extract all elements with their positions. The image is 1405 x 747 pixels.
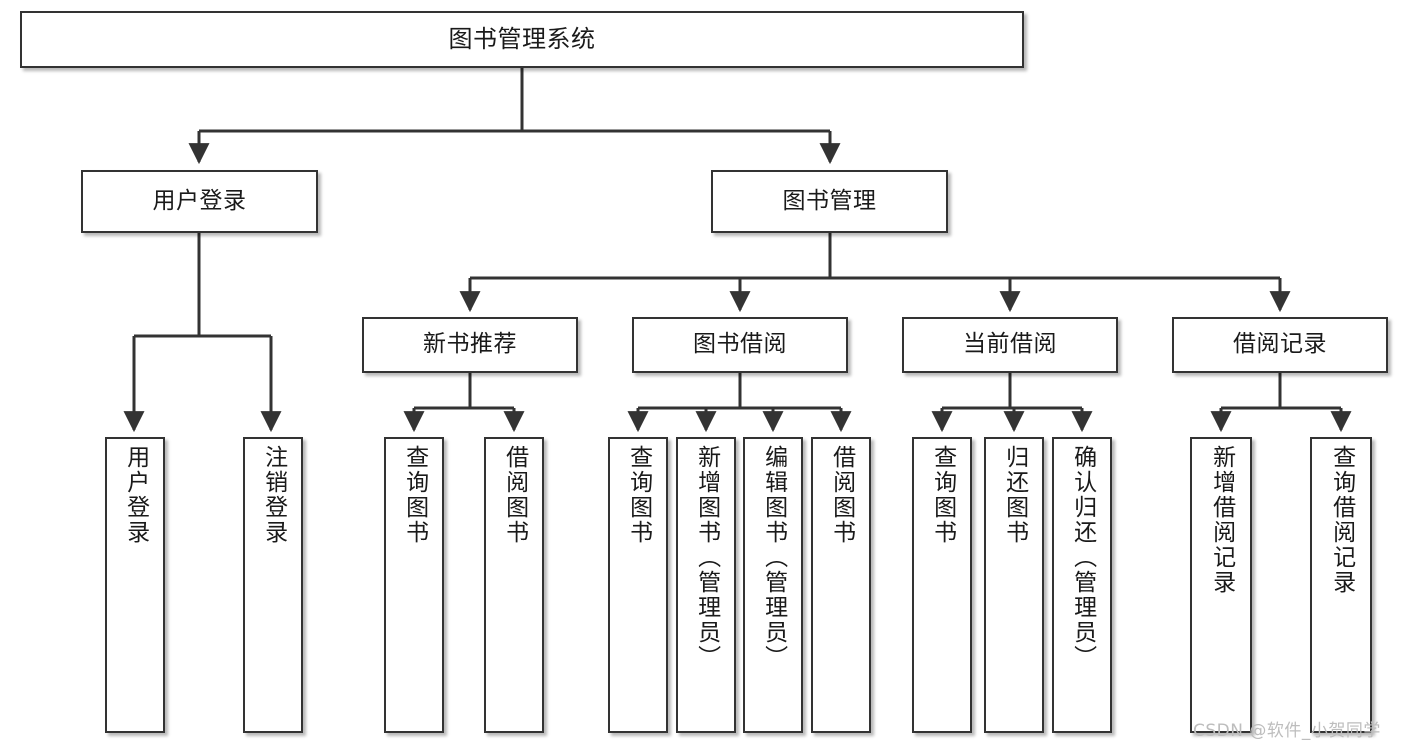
node-label: 新增借阅记录 bbox=[1208, 445, 1235, 595]
leaf-logout[interactable]: 注销登录 bbox=[243, 437, 303, 733]
leaf-query-borrow-record[interactable]: 查询借阅记录 bbox=[1310, 437, 1372, 733]
node-label: 图书借阅 bbox=[693, 331, 787, 358]
node-label: 借阅记录 bbox=[1233, 331, 1327, 358]
leaf-query-book-current[interactable]: 查询图书 bbox=[912, 437, 972, 733]
leaf-borrow-book[interactable]: 借阅图书 bbox=[811, 437, 871, 733]
leaf-return-book[interactable]: 归还图书 bbox=[984, 437, 1044, 733]
leaf-query-book-borrow[interactable]: 查询图书 bbox=[608, 437, 668, 733]
node-label: 当前借阅 bbox=[963, 331, 1057, 358]
leaf-user-login[interactable]: 用户登录 bbox=[105, 437, 165, 733]
node-label: 查询借阅记录 bbox=[1328, 445, 1355, 595]
node-root-system[interactable]: 图书管理系统 bbox=[20, 11, 1024, 68]
node-label: 查询图书 bbox=[929, 445, 956, 545]
leaf-confirm-return[interactable]: 确认归还（管理员） bbox=[1052, 437, 1112, 733]
node-label: 借阅图书 bbox=[828, 445, 855, 545]
node-book-borrow[interactable]: 图书借阅 bbox=[632, 317, 848, 373]
node-label: 借阅图书 bbox=[501, 445, 528, 545]
leaf-add-book[interactable]: 新增图书（管理员） bbox=[676, 437, 736, 733]
leaf-query-book-recommend[interactable]: 查询图书 bbox=[384, 437, 444, 733]
node-user-login[interactable]: 用户登录 bbox=[81, 170, 318, 233]
node-label: 确认归还（管理员） bbox=[1069, 445, 1096, 670]
node-label: 查询图书 bbox=[625, 445, 652, 545]
node-current-borrow[interactable]: 当前借阅 bbox=[902, 317, 1118, 373]
node-borrow-record[interactable]: 借阅记录 bbox=[1172, 317, 1388, 373]
node-label: 图书管理系统 bbox=[448, 25, 596, 54]
leaf-borrow-book-recommend[interactable]: 借阅图书 bbox=[484, 437, 544, 733]
node-label: 归还图书 bbox=[1001, 445, 1028, 545]
leaf-edit-book[interactable]: 编辑图书（管理员） bbox=[743, 437, 803, 733]
node-book-management[interactable]: 图书管理 bbox=[711, 170, 948, 233]
node-label: 新书推荐 bbox=[423, 331, 517, 358]
node-label: 新增图书（管理员） bbox=[693, 445, 720, 670]
node-label: 编辑图书（管理员） bbox=[760, 445, 787, 670]
node-label: 用户登录 bbox=[122, 445, 149, 545]
node-label: 注销登录 bbox=[260, 445, 287, 545]
csdn-watermark: CSDN @软件_小贺同学 bbox=[1193, 721, 1381, 741]
leaf-add-borrow-record[interactable]: 新增借阅记录 bbox=[1190, 437, 1252, 733]
node-label: 查询图书 bbox=[401, 445, 428, 545]
node-new-book-recommend[interactable]: 新书推荐 bbox=[362, 317, 578, 373]
node-label: 用户登录 bbox=[152, 187, 247, 214]
node-label: 图书管理 bbox=[782, 187, 877, 214]
